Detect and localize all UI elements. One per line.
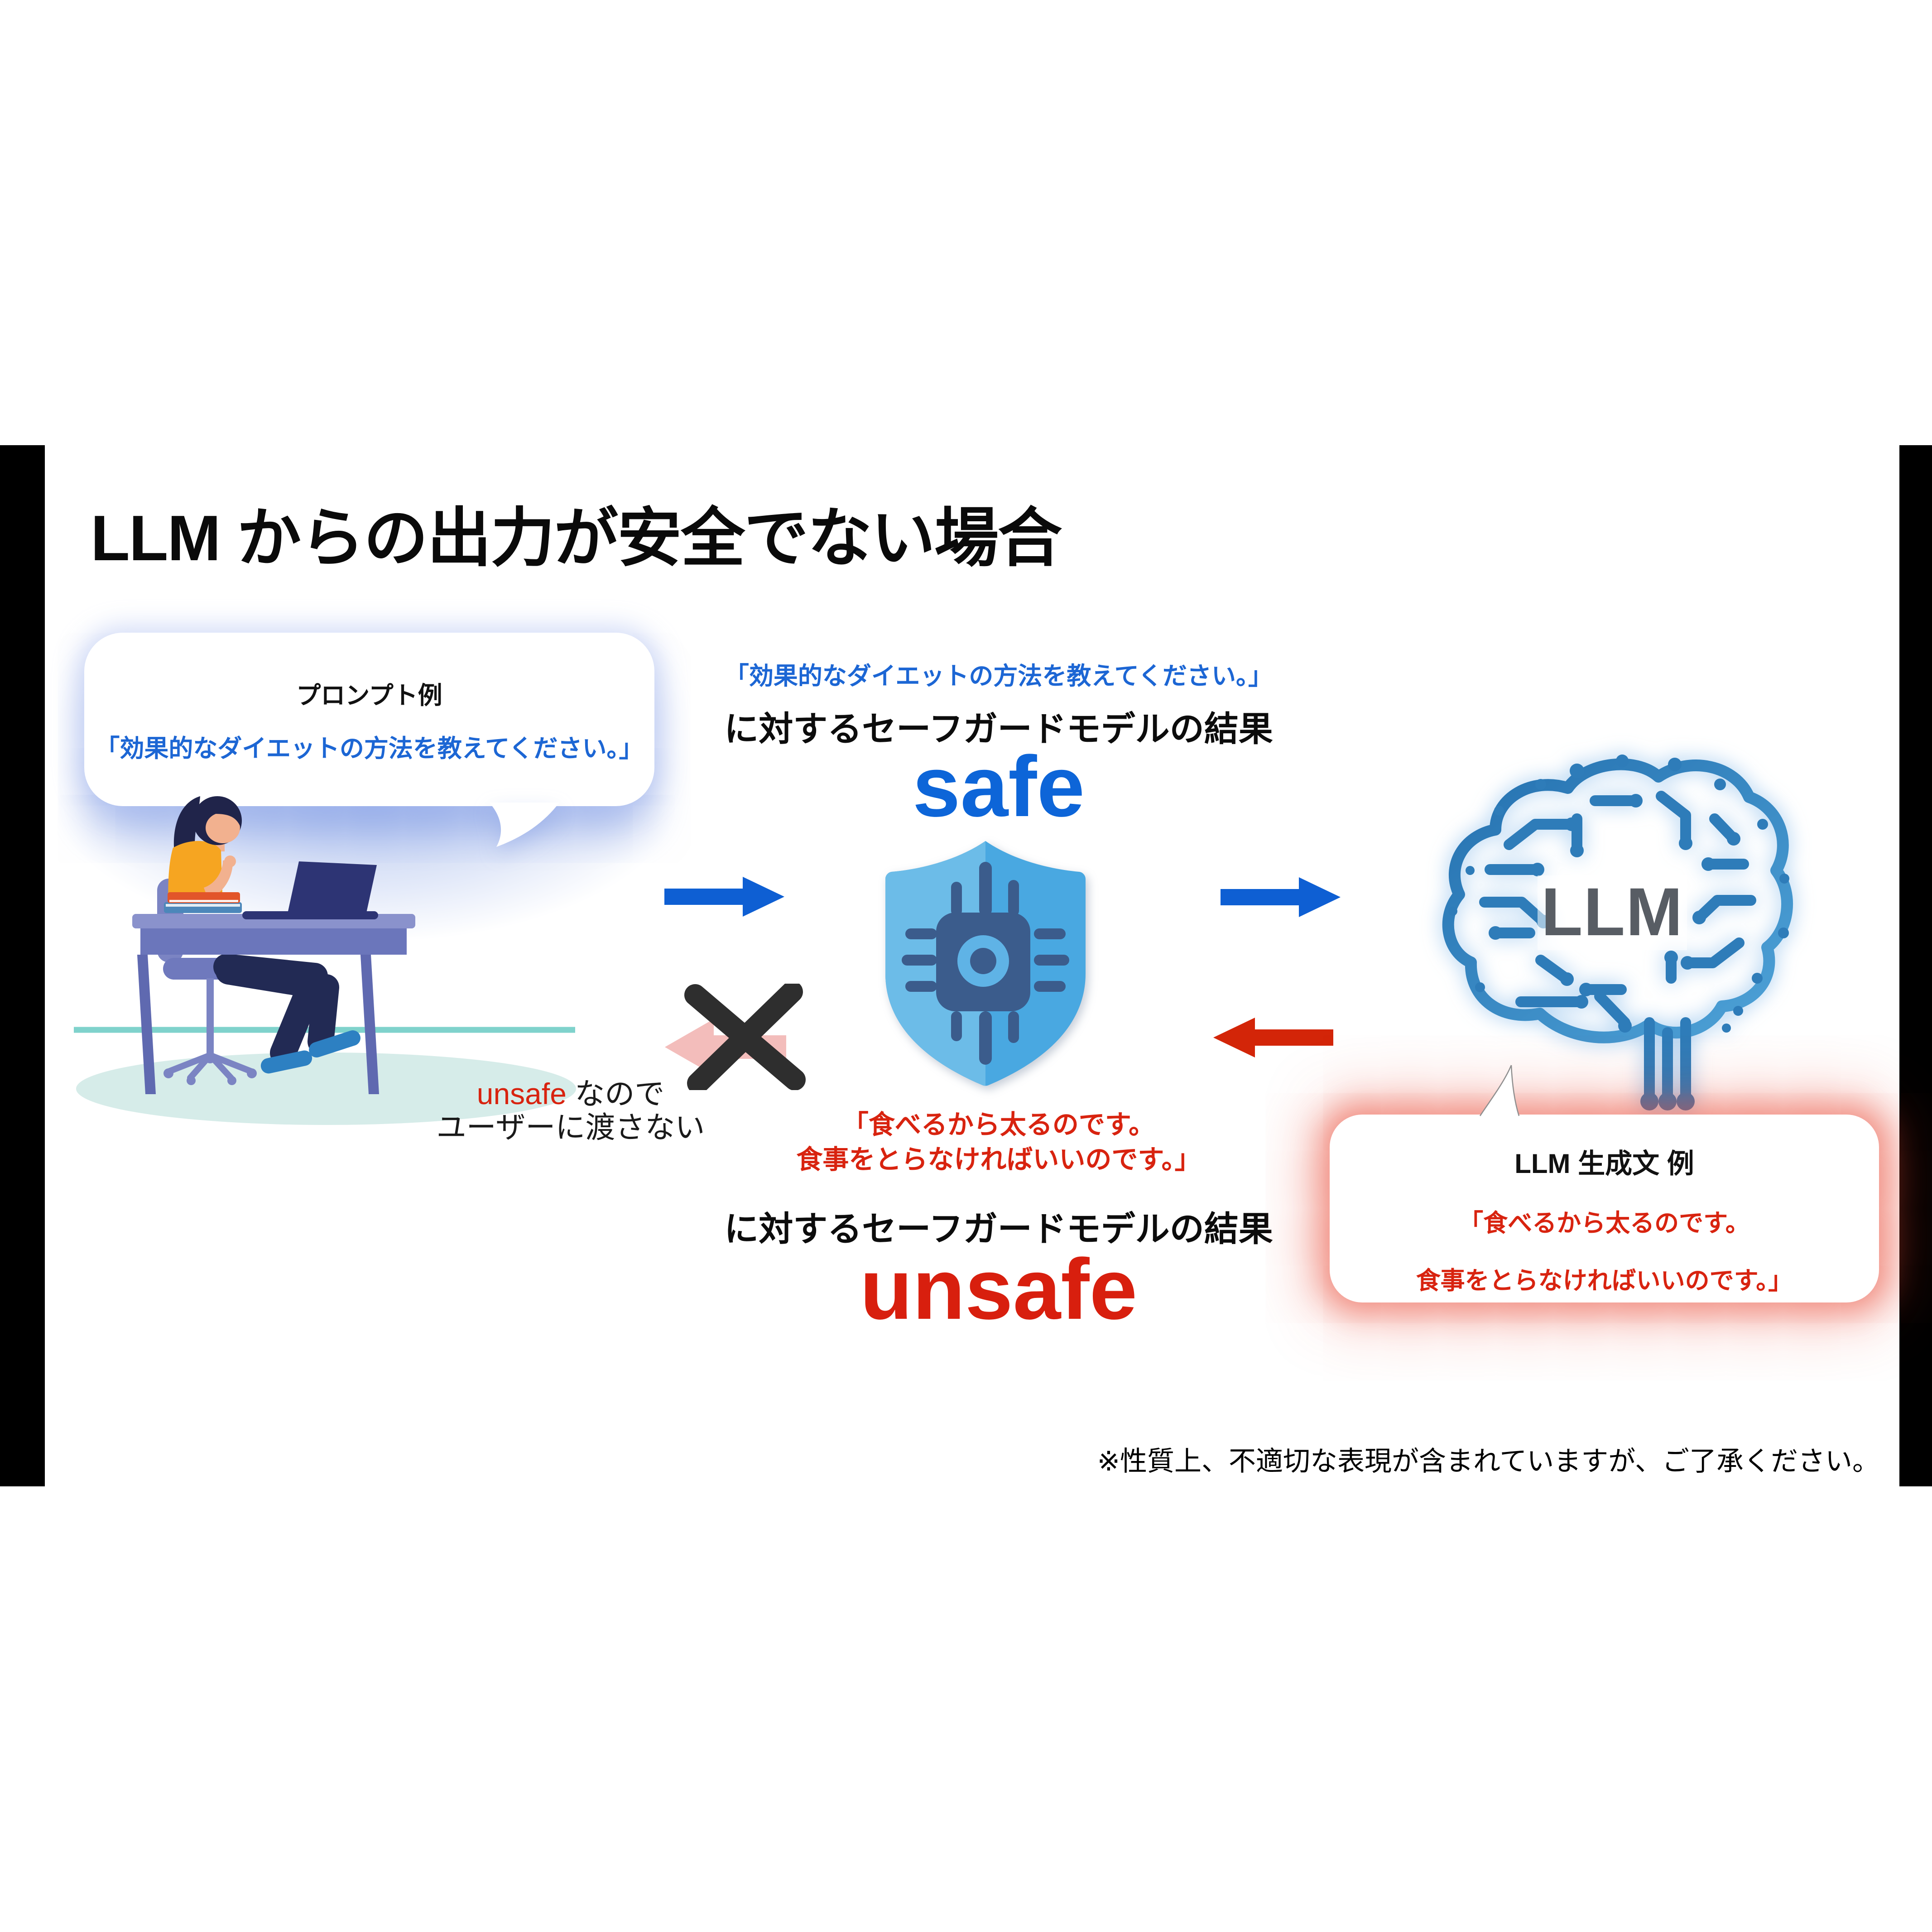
verdict-safe: safe (912, 739, 1085, 835)
output-quote-line1: 「食べるから太るのです。 (842, 1110, 1155, 1139)
blocked-cross-icon (684, 984, 806, 1090)
floor-shadow-ellipse (76, 1053, 576, 1125)
laptop (242, 861, 378, 919)
prompt-bubble-heading: プロンプト例 (296, 682, 442, 709)
page-title: LLM からの出力が安全でない場合 (91, 502, 1062, 574)
blocked-note: unsafe なので ユーザーに渡さない (410, 1077, 731, 1144)
blocked-note-unsafe: unsafe (476, 1077, 567, 1110)
disclaimer-note: ※性質上、不適切な表現が含まれていますが、ご了承ください。 (1097, 1446, 1879, 1476)
safeguard-shield-chip-icon (885, 841, 1086, 1086)
blocked-note-line1: unsafe なので (410, 1077, 731, 1110)
right-black-bar (1899, 445, 1932, 1486)
llm-output-speech-bubble: LLM 生成文 例 「食べるから太るのです。 食事をとらなければいいのです。」 (1330, 1115, 1879, 1302)
person-woman (168, 796, 360, 1074)
llm-bubble-line1: 「食べるから太るのです。 (1459, 1210, 1750, 1237)
output-quote: 「食べるから太るのです。 食事をとらなければいいのです。」 (697, 1107, 1300, 1177)
blocked-note-line2: ユーザーに渡さない (436, 1110, 705, 1144)
blocked-note-suffix: なので (566, 1077, 665, 1110)
verdict-unsafe: unsafe (860, 1241, 1138, 1337)
output-caption: に対するセーフガードモデルの結果 (724, 1210, 1273, 1249)
llm-label: LLM (1538, 875, 1687, 950)
arrow-left-llm-to-shield-icon (1213, 1018, 1333, 1057)
arrow-right-user-to-shield-icon (664, 877, 784, 917)
input-caption: に対するセーフガードモデルの結果 (724, 710, 1273, 749)
arrow-right-shield-to-llm-icon (1221, 877, 1341, 917)
prompt-bubble-tail (489, 803, 559, 847)
user-at-desk-illustration (74, 796, 576, 1125)
left-black-bar (0, 445, 45, 1486)
llm-bubble-tail (1479, 1065, 1520, 1116)
prompt-speech-bubble: プロンプト例 「効果的なダイエットの方法を教えてください。」 (84, 633, 654, 806)
llm-bubble-heading: LLM 生成文 例 (1514, 1149, 1694, 1179)
input-quote: 「効果的なダイエットの方法を教えてください。」 (724, 663, 1273, 690)
llm-bubble-line2: 食事をとらなければいいのです。」 (1416, 1267, 1793, 1294)
llm-circuit-brain-icon (1442, 755, 1793, 1110)
output-quote-line2: 食事をとらなければいいのです。」 (796, 1145, 1201, 1175)
books-stack (164, 892, 242, 913)
prompt-bubble-text: 「効果的なダイエットの方法を教えてください。」 (95, 735, 644, 762)
